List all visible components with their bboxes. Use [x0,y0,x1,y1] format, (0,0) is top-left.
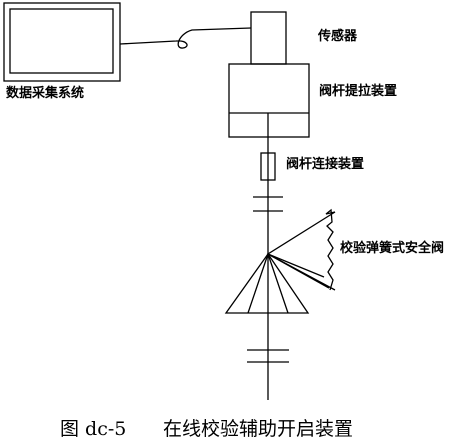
signal-cable [119,27,252,49]
sensor-box [250,11,287,65]
upper-flange-marks [253,196,283,212]
figure-caption-title: 在线校验辅助开启装置 [163,418,354,440]
valve-stem-pull-device-label: 阀杆提拉装置 [319,84,398,99]
data-acquisition-system-label: 数据采集系统 [6,86,85,101]
valve-stem-connector-box [260,152,276,181]
data-acquisition-system-monitor [3,2,121,82]
figure-caption-prefix: 图 dc-5 [60,418,127,440]
sensor-label: 传感器 [318,29,358,44]
lower-flange-marks [247,349,289,363]
valve-body-triangle [224,252,310,314]
caption-occluded-area [134,416,162,444]
spring-safety-valve-label: 校验弹簧式安全阀 [340,241,445,256]
valve-stem-connector-label: 阀杆连接装置 [286,157,365,172]
valve-stem-pull-device-box [228,63,310,138]
safety-valve-wedge [266,208,336,291]
